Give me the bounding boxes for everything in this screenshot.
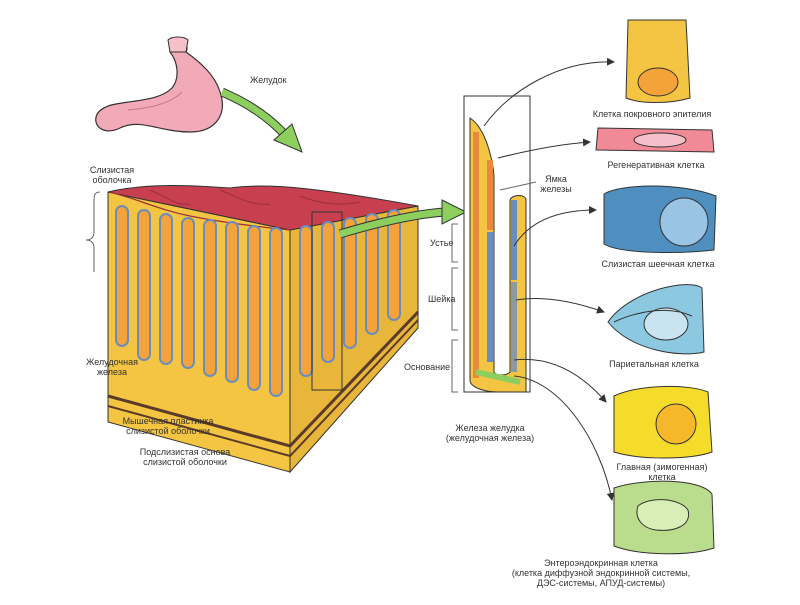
cell-pointer-lines <box>483 57 615 501</box>
gland-caption: Железа желудка (желудочная железа) <box>445 423 535 443</box>
mucosa-tissue-block <box>107 185 420 474</box>
stomach-to-tissue-arrow <box>220 87 303 153</box>
gastric-glands <box>115 205 401 397</box>
tissue-to-gland-arrow <box>338 199 468 239</box>
mucous-neck-cell <box>603 185 717 253</box>
isthmus-label: Устье <box>430 238 454 248</box>
base-label: Основание <box>404 362 451 372</box>
gastric-gland-label: Желудочная железа <box>86 357 138 377</box>
submucosa-label: Подслизистая основа слизистой оболочки <box>139 447 231 467</box>
muscularis-label: Мышечная пластинка слизистой оболочки <box>122 416 214 436</box>
mucous-neck-cell-label: Слизистая шеечная клетка <box>601 259 715 269</box>
enteroendocrine-cell-label: Энтероэндокринная клетка (клетка диффузн… <box>511 558 691 588</box>
regenerative-cell <box>595 127 715 153</box>
surface-cell-label: Клетка покровного эпителия <box>592 109 712 119</box>
gland-zoom-panel <box>463 95 531 393</box>
stomach-illustration <box>95 36 223 133</box>
pit-label: Ямка железы <box>540 174 572 194</box>
chief-cell-label: Главная (зимогенная) клетка <box>616 462 708 482</box>
stomach-label: Желудок <box>250 75 287 85</box>
parietal-cell-label: Париетальная клетка <box>609 359 699 369</box>
mucosa-label: Слизистая оболочка <box>89 165 135 185</box>
enteroendocrine-cell <box>613 480 715 555</box>
mucosa-brace <box>85 191 101 272</box>
neck-label: Шейка <box>428 294 456 304</box>
regenerative-cell-label: Регенеративная клетка <box>607 160 705 170</box>
parietal-cell <box>607 284 705 355</box>
chief-cell <box>613 385 713 459</box>
zone-brackets <box>451 181 537 393</box>
surface-epithelial-cell <box>625 19 691 103</box>
